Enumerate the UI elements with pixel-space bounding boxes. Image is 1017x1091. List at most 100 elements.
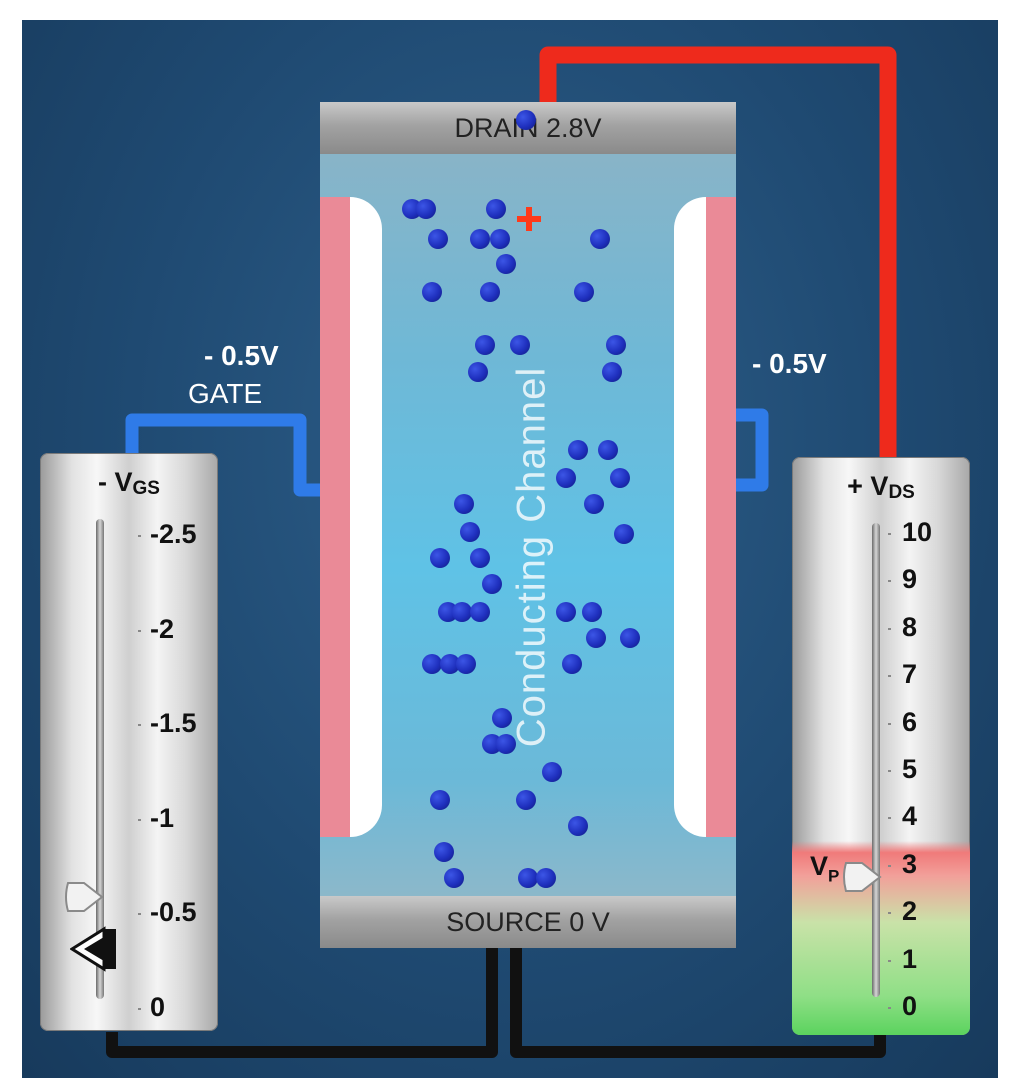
electron-icon xyxy=(422,282,442,302)
electron-icon xyxy=(620,628,640,648)
electron-icon xyxy=(556,468,576,488)
source-wire-left xyxy=(106,948,498,1058)
electron-icon xyxy=(444,868,464,888)
gate-label: GATE xyxy=(188,378,263,409)
source-wire-right xyxy=(510,948,886,1058)
vgs-slider-track[interactable] xyxy=(96,519,104,999)
scale-tick-mark xyxy=(888,675,891,678)
electron-icon xyxy=(614,524,634,544)
drain-wire xyxy=(539,46,897,470)
electron-icon xyxy=(516,790,536,810)
channel-label: Conducting Channel xyxy=(509,366,554,748)
vgs-title: - VGS xyxy=(98,467,160,499)
scale-tick-mark xyxy=(888,817,891,820)
scale-tick-mark xyxy=(888,864,891,867)
scale-tick-label: 3 xyxy=(902,848,918,879)
scale-tick-label: 0 xyxy=(902,991,918,1021)
scale-tick-label: 8 xyxy=(902,611,918,642)
scale-tick-mark xyxy=(888,722,891,725)
electron-icon xyxy=(496,734,516,754)
electron-icon xyxy=(416,199,436,219)
electron-icon xyxy=(536,868,556,888)
scale-tick-label: 10 xyxy=(902,517,933,547)
electron-icon xyxy=(430,548,450,568)
electron-icon xyxy=(470,602,490,622)
scale-tick-label: -1.5 xyxy=(150,708,197,738)
electron-icon xyxy=(460,522,480,542)
vds-slider-track[interactable] xyxy=(872,523,880,997)
scale-tick-label: 7 xyxy=(902,659,918,690)
fet-simulation-stage: DRAIN 2.8V Conducting Channel SOURCE 0 V… xyxy=(22,20,998,1078)
electron-icon xyxy=(602,362,622,382)
vds-slider-handle[interactable] xyxy=(840,857,884,897)
electron-icon xyxy=(468,362,488,382)
scale-tick-mark xyxy=(138,818,141,821)
scale-tick-mark xyxy=(138,1007,141,1010)
electron-icon xyxy=(440,654,460,674)
electron-icon xyxy=(492,708,512,728)
electron-icon xyxy=(434,842,454,862)
scale-tick-label: -0.5 xyxy=(150,897,197,927)
circuit-wires xyxy=(106,46,897,1058)
scale-tick-mark xyxy=(888,1007,891,1009)
scale-tick-label: 0 xyxy=(150,991,166,1022)
electron-icon xyxy=(606,335,626,355)
electron-icon xyxy=(568,440,588,460)
electron-icon xyxy=(430,790,450,810)
scale-tick-label: 6 xyxy=(902,706,918,737)
electron-icon xyxy=(454,494,474,514)
depletion-region-left xyxy=(350,197,382,837)
scale-tick-label: -2.5 xyxy=(150,519,197,549)
scale-tick-label: 1 xyxy=(902,943,918,974)
electron-icon xyxy=(482,574,502,594)
electron-icon xyxy=(456,654,476,674)
scale-tick-mark xyxy=(888,959,891,962)
electron-icon xyxy=(574,282,594,302)
electron-icon xyxy=(518,868,538,888)
gate-voltage-right: - 0.5V xyxy=(752,348,827,379)
electron-icon xyxy=(584,494,604,514)
electron-icon xyxy=(586,628,606,648)
electron-icon xyxy=(516,110,536,130)
scale-tick-mark xyxy=(138,535,141,537)
electron-icon xyxy=(610,468,630,488)
scale-tick-label: 2 xyxy=(902,896,918,927)
scale-tick-label: 4 xyxy=(902,801,918,832)
gate-plate-left xyxy=(320,197,382,837)
electron-icon xyxy=(562,654,582,674)
electron-icon xyxy=(542,762,562,782)
scale-tick-label: -1 xyxy=(150,802,175,833)
electron-icon xyxy=(475,335,495,355)
electron-icon xyxy=(452,602,472,622)
gate-plate-right xyxy=(674,197,736,837)
electron-icon xyxy=(598,440,618,460)
gate-wire-left xyxy=(125,413,322,497)
gate-wire-right xyxy=(734,408,769,492)
scale-tick-mark xyxy=(888,533,891,535)
scale-tick-mark xyxy=(138,724,141,726)
scale-tick-mark xyxy=(888,580,891,583)
electron-icon xyxy=(422,654,442,674)
vgs-slider-handle[interactable] xyxy=(62,877,106,917)
scale-tick-mark xyxy=(138,629,141,632)
vds-title: + VDS xyxy=(847,471,915,503)
electron-icon xyxy=(470,229,490,249)
hole-plus-icon xyxy=(517,207,541,231)
electron-icon xyxy=(582,602,602,622)
electron-icon xyxy=(428,229,448,249)
scale-tick-mark xyxy=(888,912,891,915)
scale-tick-label: 9 xyxy=(902,564,918,595)
scale-tick-mark xyxy=(888,770,891,772)
fet-channel-body: DRAIN 2.8V Conducting Channel SOURCE 0 V xyxy=(320,102,736,948)
electron-icon xyxy=(490,229,510,249)
scale-tick-mark xyxy=(888,627,891,630)
scale-tick-label: -2 xyxy=(150,613,175,644)
pinch-off-zone xyxy=(792,841,970,1035)
electron-icon xyxy=(496,254,516,274)
vgs-pointer-arrow-icon xyxy=(70,926,116,972)
depletion-region-right xyxy=(674,197,706,837)
gate-voltage-left: - 0.5V xyxy=(204,340,279,371)
pinch-off-voltage-label: VP xyxy=(810,851,840,886)
scale-tick-label: 5 xyxy=(902,754,918,784)
electron-icon xyxy=(480,282,500,302)
